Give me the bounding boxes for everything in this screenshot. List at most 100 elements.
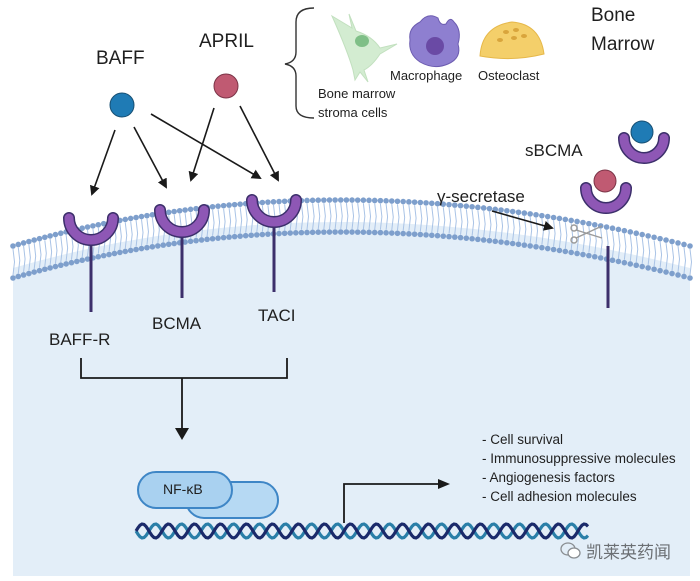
lipid-head: [309, 197, 316, 204]
lipid-tail: [483, 210, 486, 238]
lipid-head: [615, 226, 622, 233]
lipid-head: [645, 265, 651, 271]
lipid-head: [675, 240, 681, 246]
lipid-head: [265, 199, 271, 205]
arrow-baff-to-taci: [150, 113, 262, 180]
lipid-head: [533, 243, 539, 250]
lipid-head: [480, 205, 487, 211]
lipid-tail: [494, 212, 498, 239]
april-label: APRIL: [199, 31, 254, 52]
output-item: - Cell survival: [482, 432, 564, 447]
lipid-head: [95, 253, 102, 260]
lipid-head: [475, 236, 481, 243]
lipid-tail: [460, 208, 463, 235]
lipid-head: [127, 247, 134, 254]
lipid-tail: [151, 217, 155, 244]
lipid-head: [377, 229, 384, 236]
lipid-head: [562, 216, 569, 223]
lipid-tail: [442, 207, 446, 234]
lipid-head: [298, 229, 305, 236]
baffr-label: BAFF-R: [49, 330, 111, 349]
lipid-tail: [414, 205, 417, 232]
lipid-tail: [683, 247, 687, 274]
baff-label: BAFF: [96, 48, 145, 69]
lipid-head: [639, 263, 645, 270]
lipid-head: [580, 251, 586, 258]
lipid-head: [417, 199, 424, 206]
lipid-head: [20, 240, 27, 246]
dna-strand-2: [134, 522, 590, 540]
lipid-tail: [500, 212, 504, 240]
lipid-tail: [312, 203, 315, 230]
lipid-head: [388, 230, 395, 236]
lipid-head: [84, 256, 91, 262]
lipid-head: [182, 239, 188, 245]
lipid-tail: [340, 202, 343, 230]
lipid-head: [90, 223, 96, 229]
bcma-label: BCMA: [152, 314, 202, 333]
lipid-head: [657, 267, 663, 274]
lipid-head: [95, 221, 102, 228]
lipid-tail: [408, 204, 411, 231]
lipid-head: [127, 215, 134, 222]
lipid-tail: [402, 204, 406, 231]
lipid-tail: [374, 203, 377, 230]
lipid-tail: [323, 203, 326, 230]
lipid-tail: [124, 222, 128, 249]
lipid-head: [434, 200, 441, 207]
macrophage-label: Macrophage: [390, 68, 463, 83]
lipid-tail: [641, 237, 645, 264]
lipid-head: [117, 249, 123, 256]
lipid-head: [527, 211, 533, 217]
transcription-arrowhead: [438, 479, 450, 489]
lipid-tail: [617, 232, 621, 259]
lipid-tail: [239, 207, 243, 234]
lipid-head: [326, 197, 333, 203]
lipid-head: [400, 198, 406, 205]
lipid-head: [627, 229, 634, 235]
lipid-head: [574, 218, 580, 225]
lipid-head: [36, 235, 43, 242]
lipid-head: [20, 272, 27, 278]
lipid-head: [591, 221, 598, 228]
lipid-head: [603, 224, 610, 230]
stroma-cells-label-line2: stroma cells: [318, 105, 388, 120]
lipid-head: [248, 232, 255, 239]
lipid-head: [423, 200, 429, 206]
binding-arrows: [90, 105, 279, 196]
lipid-tail: [689, 248, 693, 276]
lipid-head: [371, 197, 378, 204]
lipid-tail: [300, 203, 304, 230]
bone-marrow-label-line2: Marrow: [591, 34, 655, 55]
arrow-gamma-secretase: [491, 210, 554, 231]
lipid-tail: [448, 207, 452, 234]
lipid-head: [304, 229, 310, 236]
lipid-head: [237, 201, 243, 207]
bone-marrow-label-line1: Bone: [591, 5, 636, 26]
lipid-head: [440, 233, 447, 239]
lipid-head: [663, 269, 669, 275]
lipid-head: [215, 235, 221, 241]
lipid-tail: [146, 218, 149, 245]
lipid-head: [281, 198, 288, 205]
lipid-head: [521, 210, 528, 216]
lipid-head: [10, 243, 16, 249]
lipid-tail: [228, 208, 232, 235]
lipid-head: [309, 229, 316, 236]
lipid-head: [193, 205, 199, 212]
gamma-secretase-label: γ-secretase: [437, 187, 525, 206]
lipid-tail: [334, 202, 338, 230]
arrowhead-to-nfkb: [175, 428, 189, 440]
lipid-head: [209, 235, 216, 242]
lipid-head: [463, 203, 470, 209]
lipid-head: [609, 257, 616, 264]
lipid-head: [509, 240, 516, 247]
lipid-head: [321, 197, 327, 203]
lipid-head: [84, 224, 91, 230]
lipid-head: [486, 237, 493, 244]
lipid-head: [366, 197, 372, 204]
stroma-cells-label-line1: Bone marrow: [318, 86, 396, 101]
lipid-head: [332, 197, 338, 203]
lipid-head: [633, 262, 640, 269]
lipid-head: [556, 247, 563, 254]
